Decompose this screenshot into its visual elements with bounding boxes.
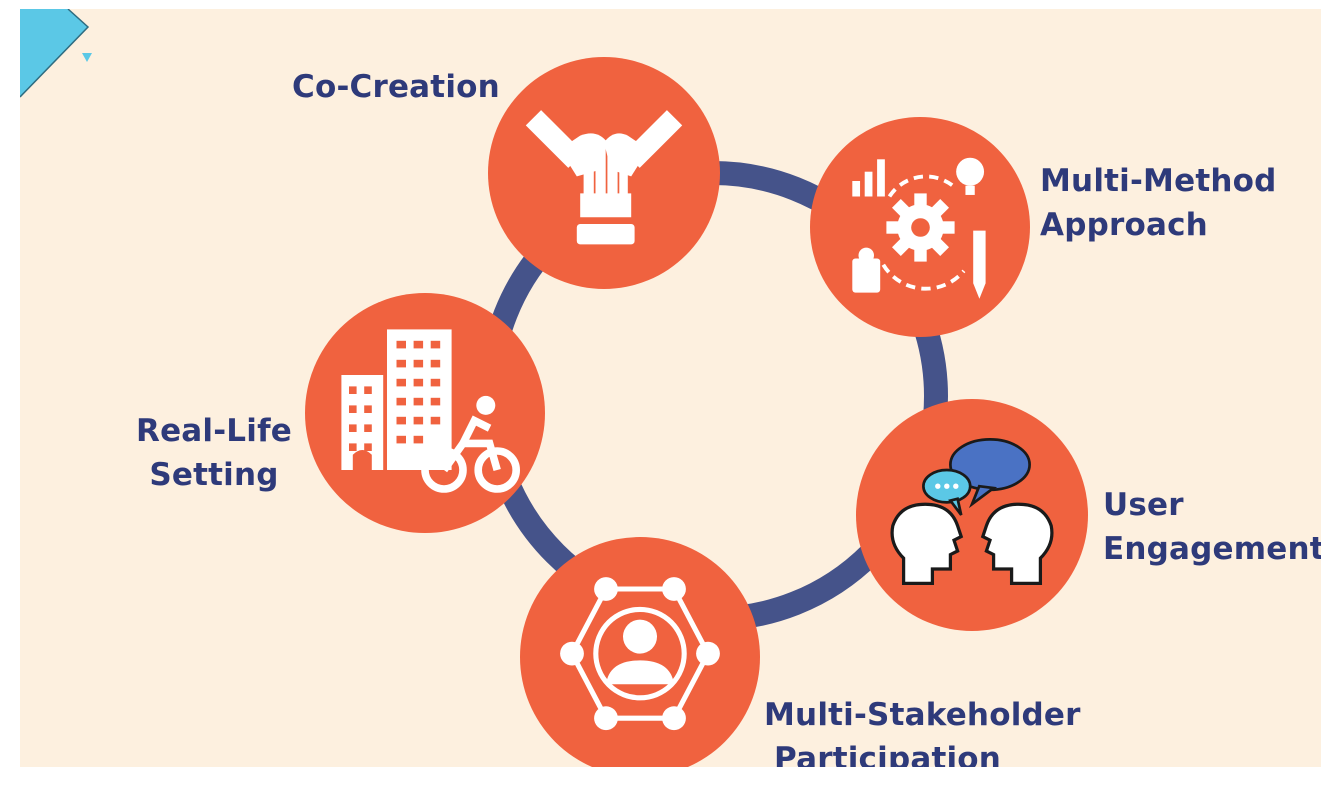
handshake-icon [525, 110, 683, 245]
label-line: Multi-Method [1040, 163, 1277, 199]
label-line: User [1103, 487, 1184, 523]
network-user-icon [560, 577, 720, 731]
node-real-life [305, 293, 545, 533]
label-line: Co-Creation [292, 69, 500, 105]
city-bicycle-icon [341, 329, 520, 493]
label-user-engagement: User Engagement [1103, 483, 1321, 571]
gear-tools-icon [851, 157, 986, 299]
label-line: Multi-Stakeholder [764, 697, 1081, 733]
node-user-engagement [856, 399, 1088, 631]
diagram-canvas: Co-Creation Multi-Method Approach User E… [20, 9, 1321, 767]
label-multi-method: Multi-Method Approach [1040, 159, 1277, 247]
label-line: Approach [1040, 207, 1208, 243]
label-co-creation: Co-Creation [292, 65, 500, 109]
node-co-creation [488, 57, 720, 289]
label-multi-stakeholder: Multi-Stakeholder Participation [764, 693, 1081, 767]
node-multi-stakeholder [520, 537, 760, 767]
label-line: Engagement [1103, 531, 1321, 567]
label-line: Real-Life [136, 413, 292, 449]
label-real-life: Real-Life Setting [136, 409, 292, 497]
corner-decoration [20, 9, 92, 98]
label-line: Participation [774, 741, 1002, 767]
node-multi-method [810, 117, 1030, 337]
conversation-heads-icon [890, 438, 1054, 586]
label-line: Setting [149, 457, 279, 493]
